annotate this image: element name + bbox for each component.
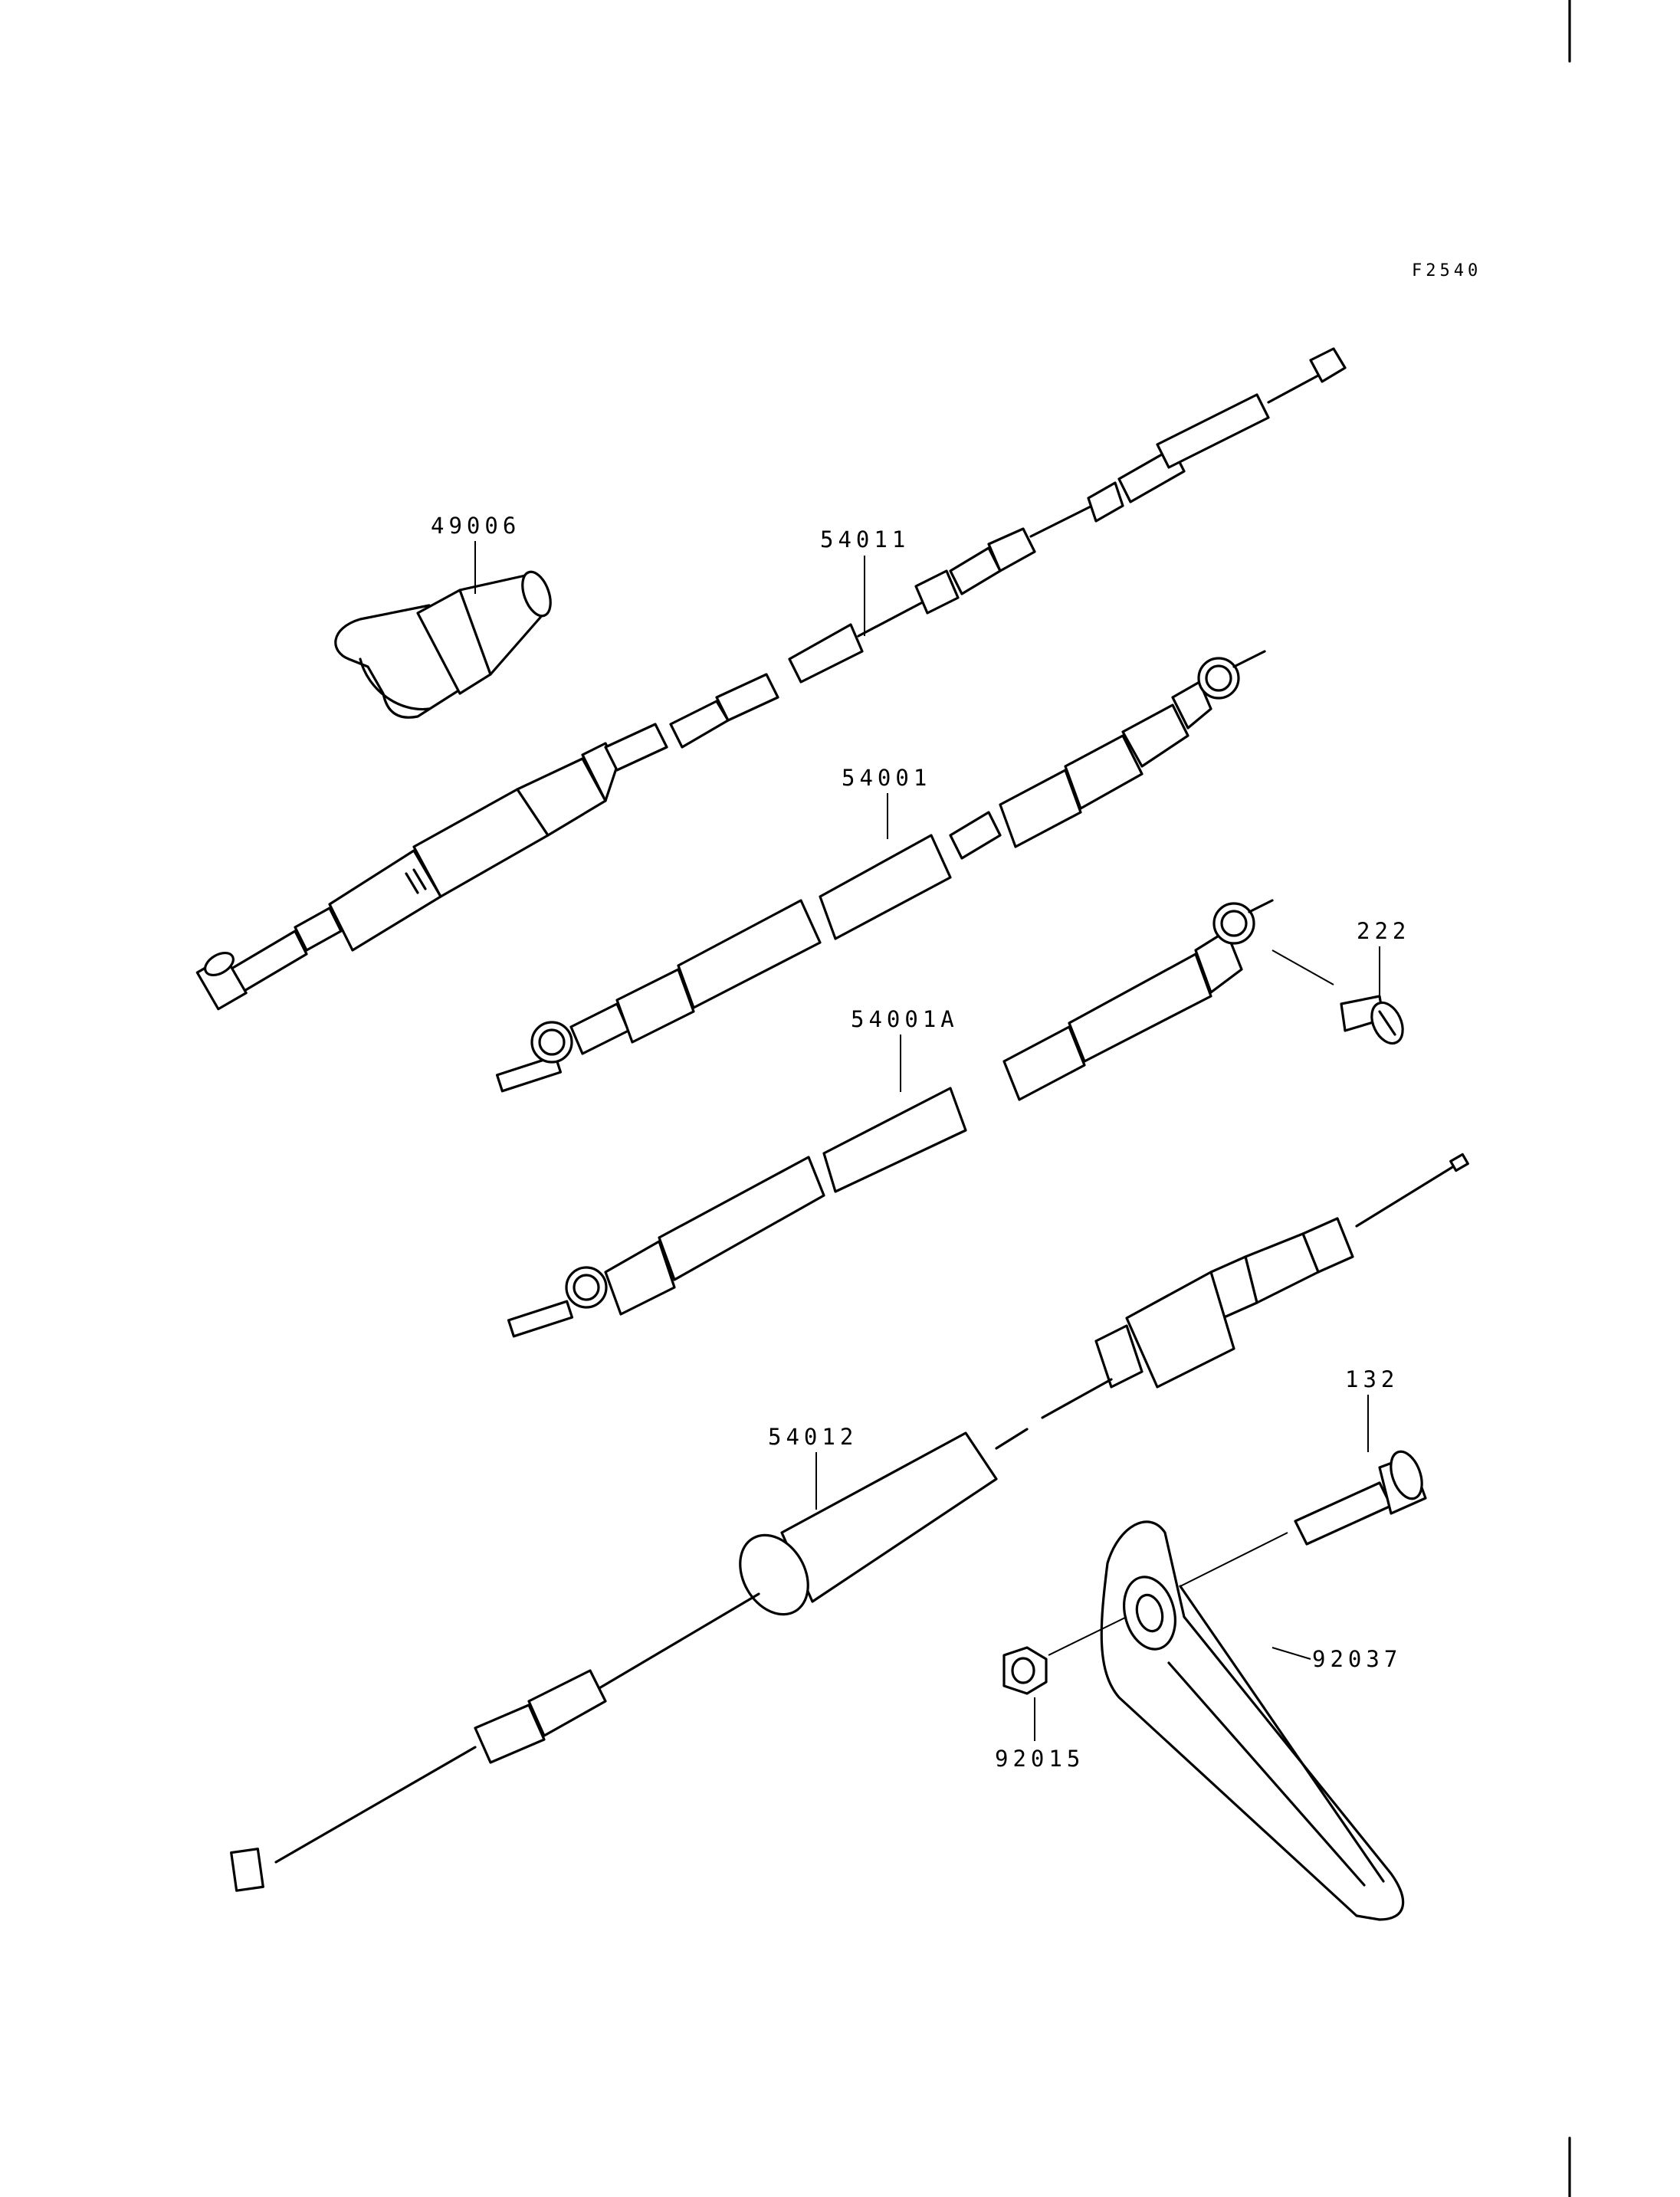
- part-54012-cable: [230, 1153, 1469, 1892]
- label-92037: 92037: [1312, 1646, 1402, 1672]
- part-54001-cable: [495, 650, 1266, 1093]
- part-132-bolt: [1294, 1450, 1427, 1546]
- label-132: 132: [1345, 1366, 1399, 1392]
- label-222: 222: [1357, 918, 1410, 944]
- assembly-line-132: [1180, 1532, 1288, 1587]
- part-92037-bracket: [1100, 1520, 1405, 1921]
- part-92015-nut: [1002, 1646, 1048, 1695]
- label-92015: 92015: [995, 1746, 1084, 1772]
- assembly-line-92015: [1048, 1616, 1127, 1656]
- label-49006: 49006: [431, 513, 520, 539]
- label-54012: 54012: [768, 1424, 858, 1450]
- label-54001A: 54001A: [851, 1006, 959, 1032]
- leader-92037: [1271, 1647, 1311, 1660]
- label-54001: 54001: [842, 765, 931, 791]
- label-54011: 54011: [820, 526, 910, 553]
- part-49006-cover: [334, 570, 552, 719]
- part-222-screw: [1340, 995, 1404, 1045]
- part-54001A-cable: [507, 899, 1334, 1338]
- figure-number: F2540: [1412, 261, 1481, 280]
- part-54011-cable: [195, 347, 1347, 1011]
